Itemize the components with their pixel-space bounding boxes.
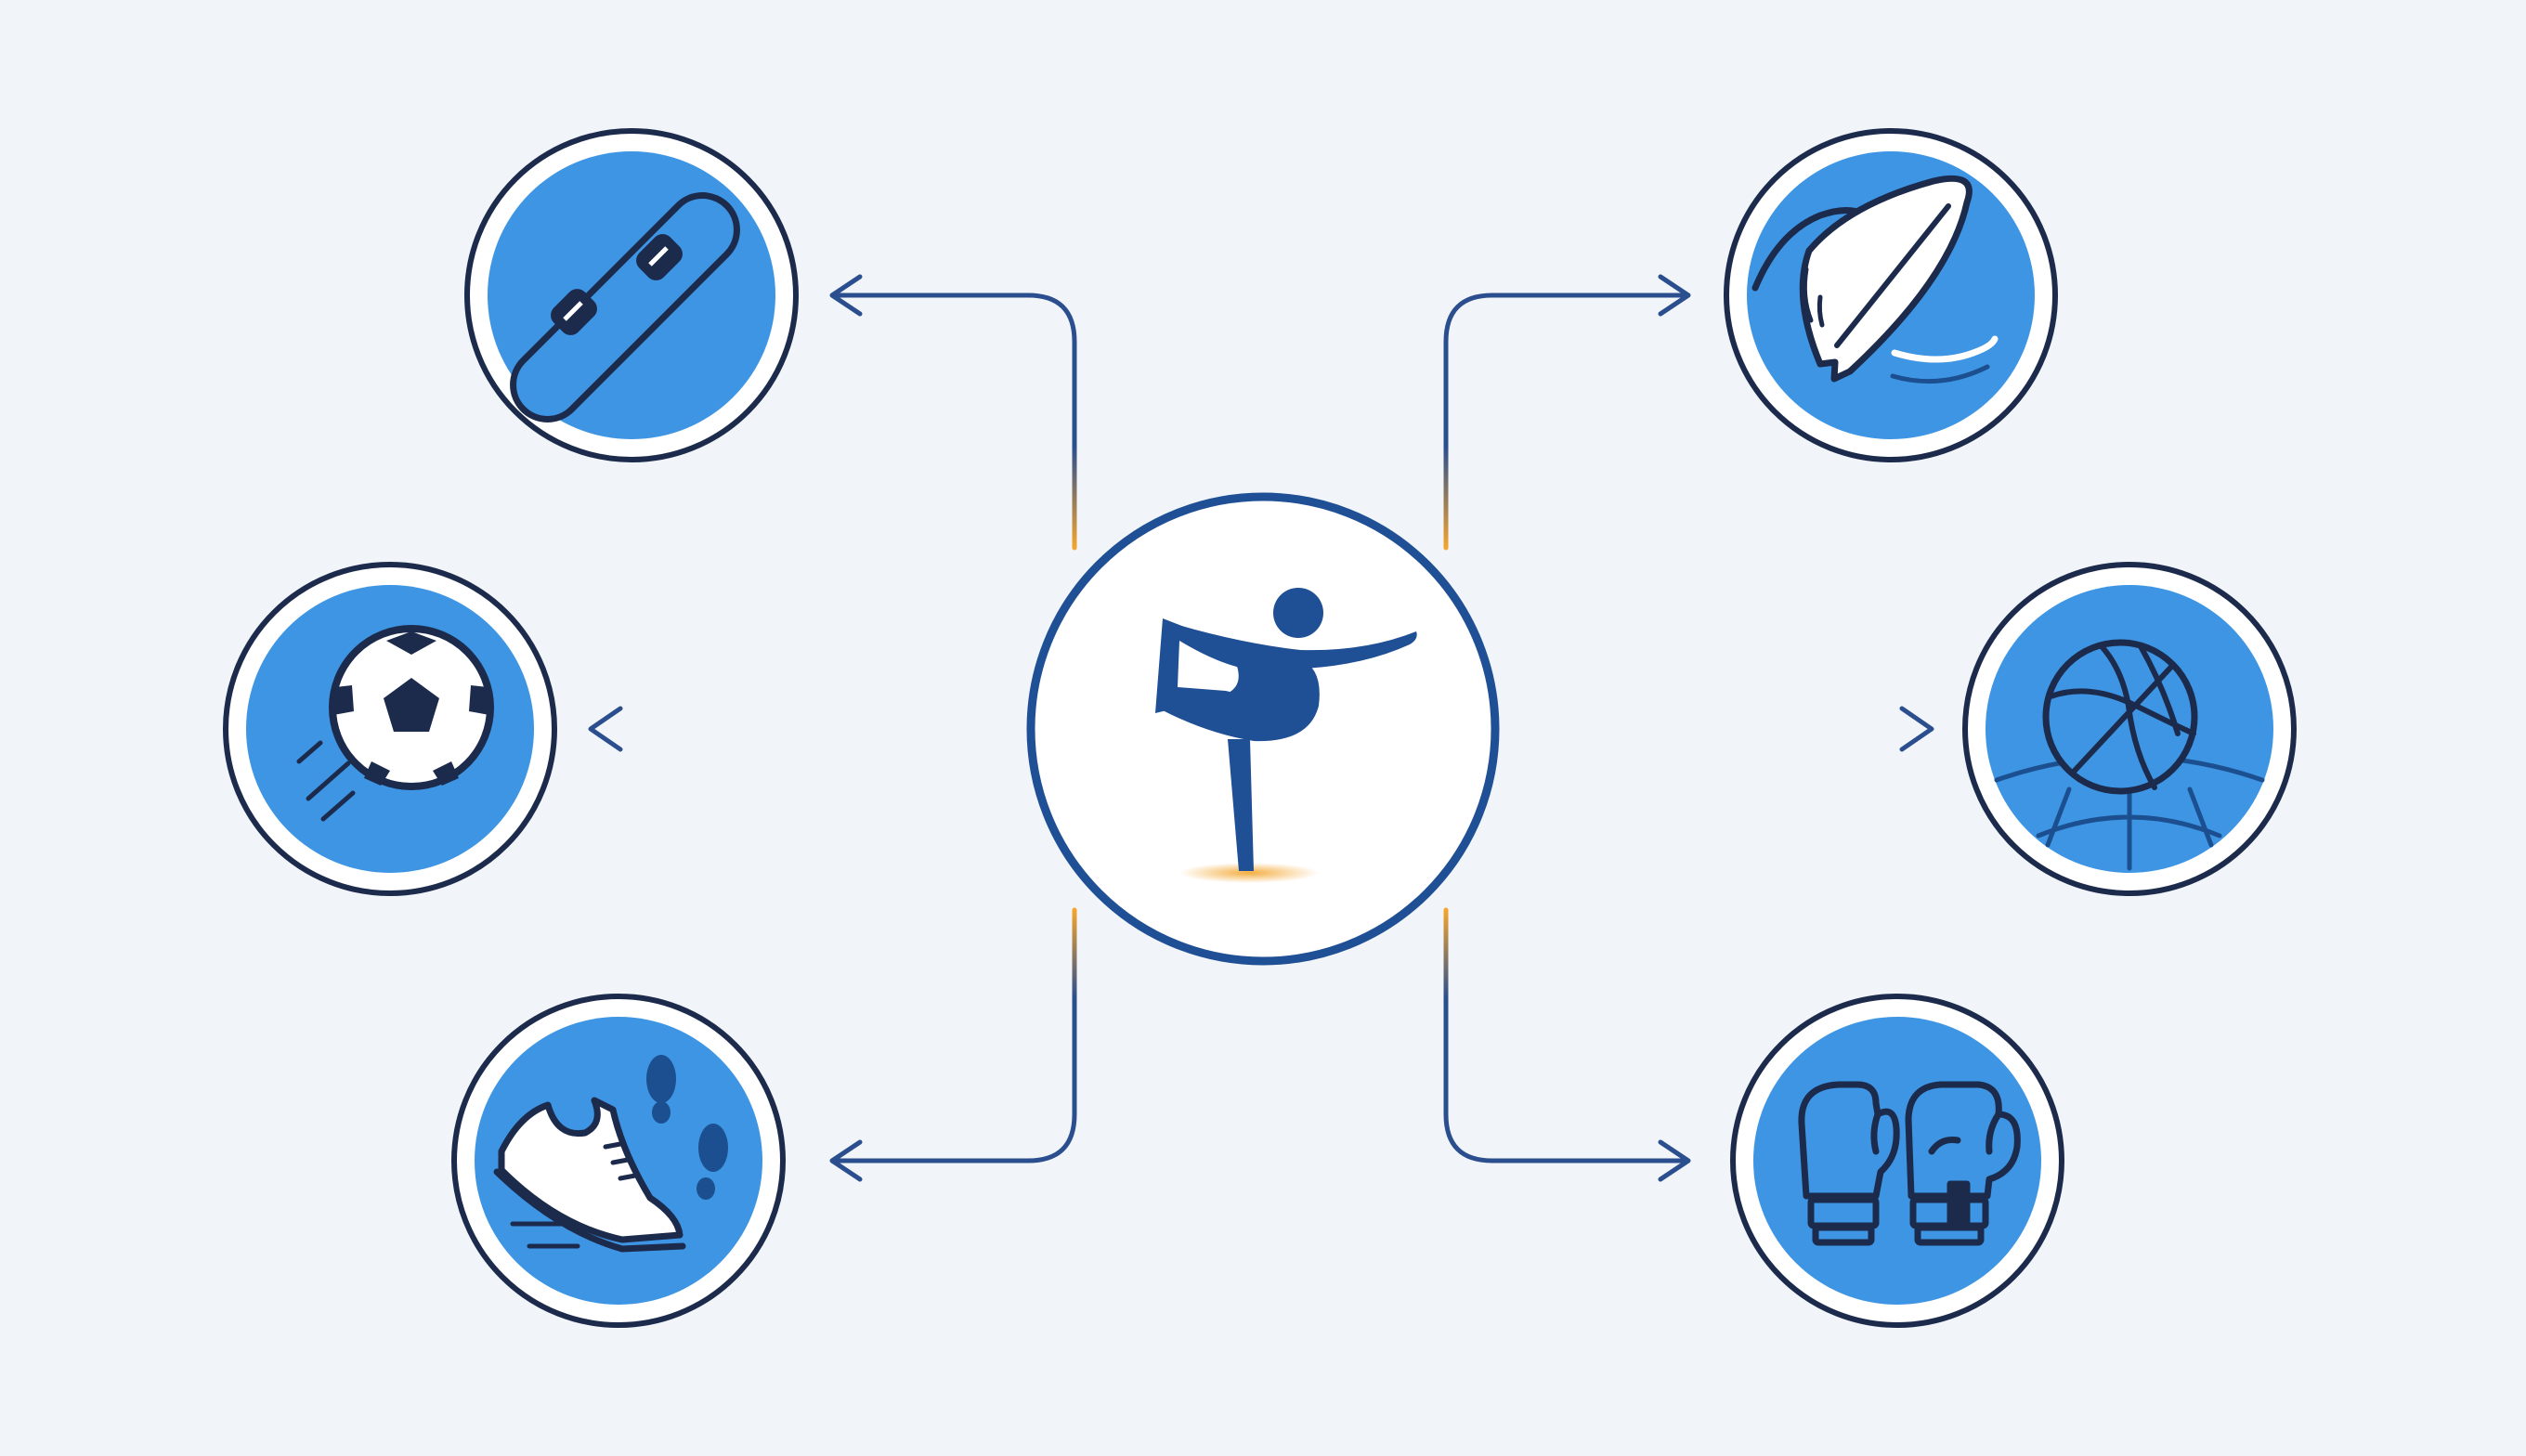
connectors: [588, 274, 1934, 1182]
arrowhead-boxing: [1658, 1139, 1691, 1182]
arrowhead-soccer: [588, 706, 623, 752]
node-snowboard[interactable]: [464, 128, 799, 462]
connector-surfing: [1443, 292, 1689, 551]
connector-boxing: [1443, 907, 1689, 1164]
node-soccer[interactable]: [223, 562, 557, 896]
arrowhead-basketball: [1899, 706, 1934, 752]
arrowhead-surfing: [1658, 274, 1691, 317]
surfboard-wave-icon: [1751, 175, 1999, 384]
connector-running: [831, 907, 1077, 1164]
running-shoe-icon: [493, 1055, 728, 1253]
node-basketball[interactable]: [1962, 562, 2297, 896]
connector-snowboard: [831, 292, 1077, 551]
arrowhead-running: [829, 1139, 863, 1182]
soccer-ball-icon: [296, 625, 494, 822]
center-node: [1026, 492, 1500, 966]
snowboard-icon: [510, 192, 740, 422]
balance-pose-figure-icon: [1155, 588, 1417, 883]
node-boxing[interactable]: [1730, 994, 2064, 1328]
arrowhead-snowboard: [829, 274, 863, 317]
boxing-gloves-icon: [1798, 1081, 2021, 1246]
basketball-icon: [1994, 639, 2265, 871]
node-running[interactable]: [451, 994, 786, 1328]
node-surfing[interactable]: [1724, 128, 2058, 462]
